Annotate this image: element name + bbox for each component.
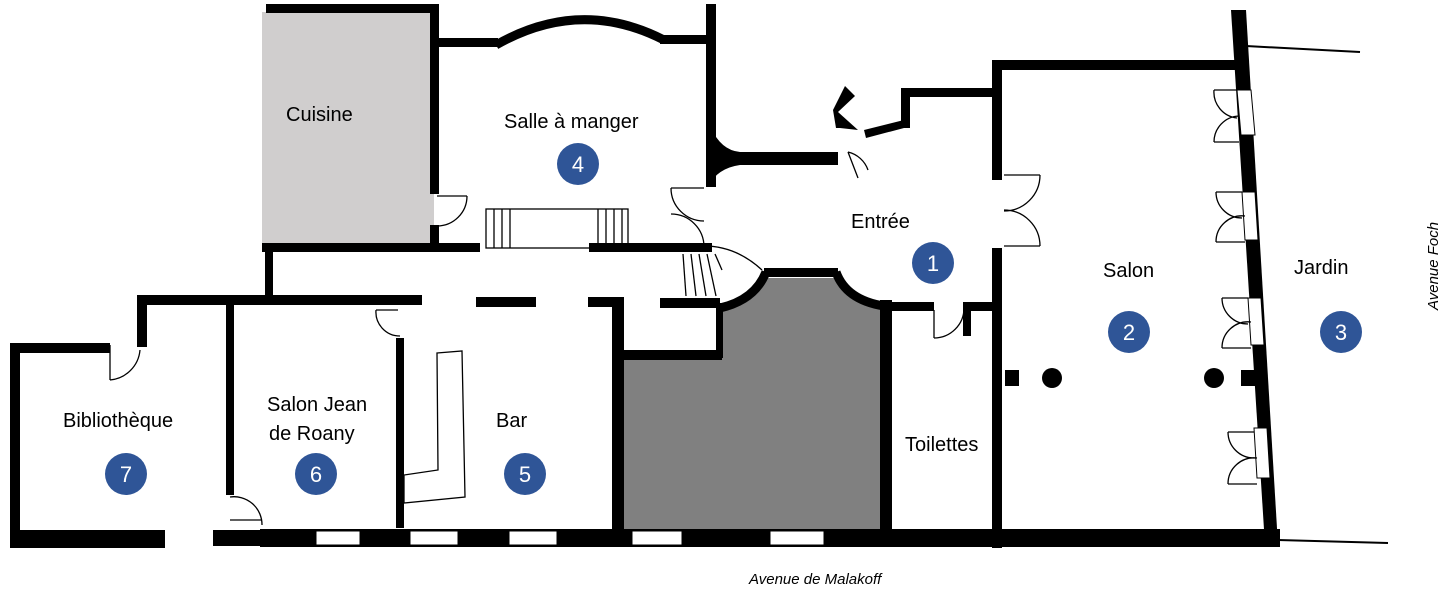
- entrance-arrow-icon: [833, 86, 904, 138]
- garden-lines: [1245, 45, 1389, 544]
- room-label-entree: Entrée: [851, 211, 910, 233]
- room-label-bar: Bar: [496, 410, 527, 432]
- room-label-salon: Salon: [1103, 260, 1154, 282]
- badge-salon-jean: 6: [295, 453, 337, 495]
- stairs: [485, 208, 723, 297]
- svg-text:7: 7: [120, 462, 132, 487]
- column: [1204, 368, 1224, 388]
- room-label-cuisine: Cuisine: [286, 104, 353, 126]
- svg-text:6: 6: [310, 462, 322, 487]
- svg-text:4: 4: [572, 152, 584, 177]
- svg-text:2: 2: [1123, 320, 1135, 345]
- room-label-toilettes: Toilettes: [905, 434, 978, 456]
- badge-bibliotheque: 7: [105, 453, 147, 495]
- room-label-salon-jean-line2: de Roany: [269, 423, 355, 445]
- closed-room-fill: [624, 278, 884, 530]
- badge-jardin: 3: [1320, 311, 1362, 353]
- badge-bar: 5: [504, 453, 546, 495]
- street-label-east: Avenue Foch: [1425, 222, 1442, 311]
- room-label-jardin: Jardin: [1294, 257, 1348, 279]
- badge-entree: 1: [912, 242, 954, 284]
- svg-text:1: 1: [927, 251, 939, 276]
- column: [1042, 368, 1062, 388]
- bar-counter: [403, 350, 466, 504]
- badge-salle-a-manger: 4: [557, 143, 599, 185]
- curved-walls: [493, 15, 885, 313]
- badge-salon: 2: [1108, 311, 1150, 353]
- kitchen-fill: [262, 12, 434, 246]
- wall-arc-entree: [700, 245, 763, 271]
- svg-text:3: 3: [1335, 320, 1347, 345]
- windows: [315, 89, 1271, 546]
- room-label-salon-jean-line1: Salon Jean: [267, 394, 367, 416]
- doors: [109, 89, 1258, 526]
- room-label-salle-a-manger: Salle à manger: [504, 111, 639, 133]
- svg-text:5: 5: [519, 462, 531, 487]
- street-label-south: Avenue de Malakoff: [748, 571, 883, 588]
- room-label-bibliotheque: Bibliothèque: [63, 410, 173, 432]
